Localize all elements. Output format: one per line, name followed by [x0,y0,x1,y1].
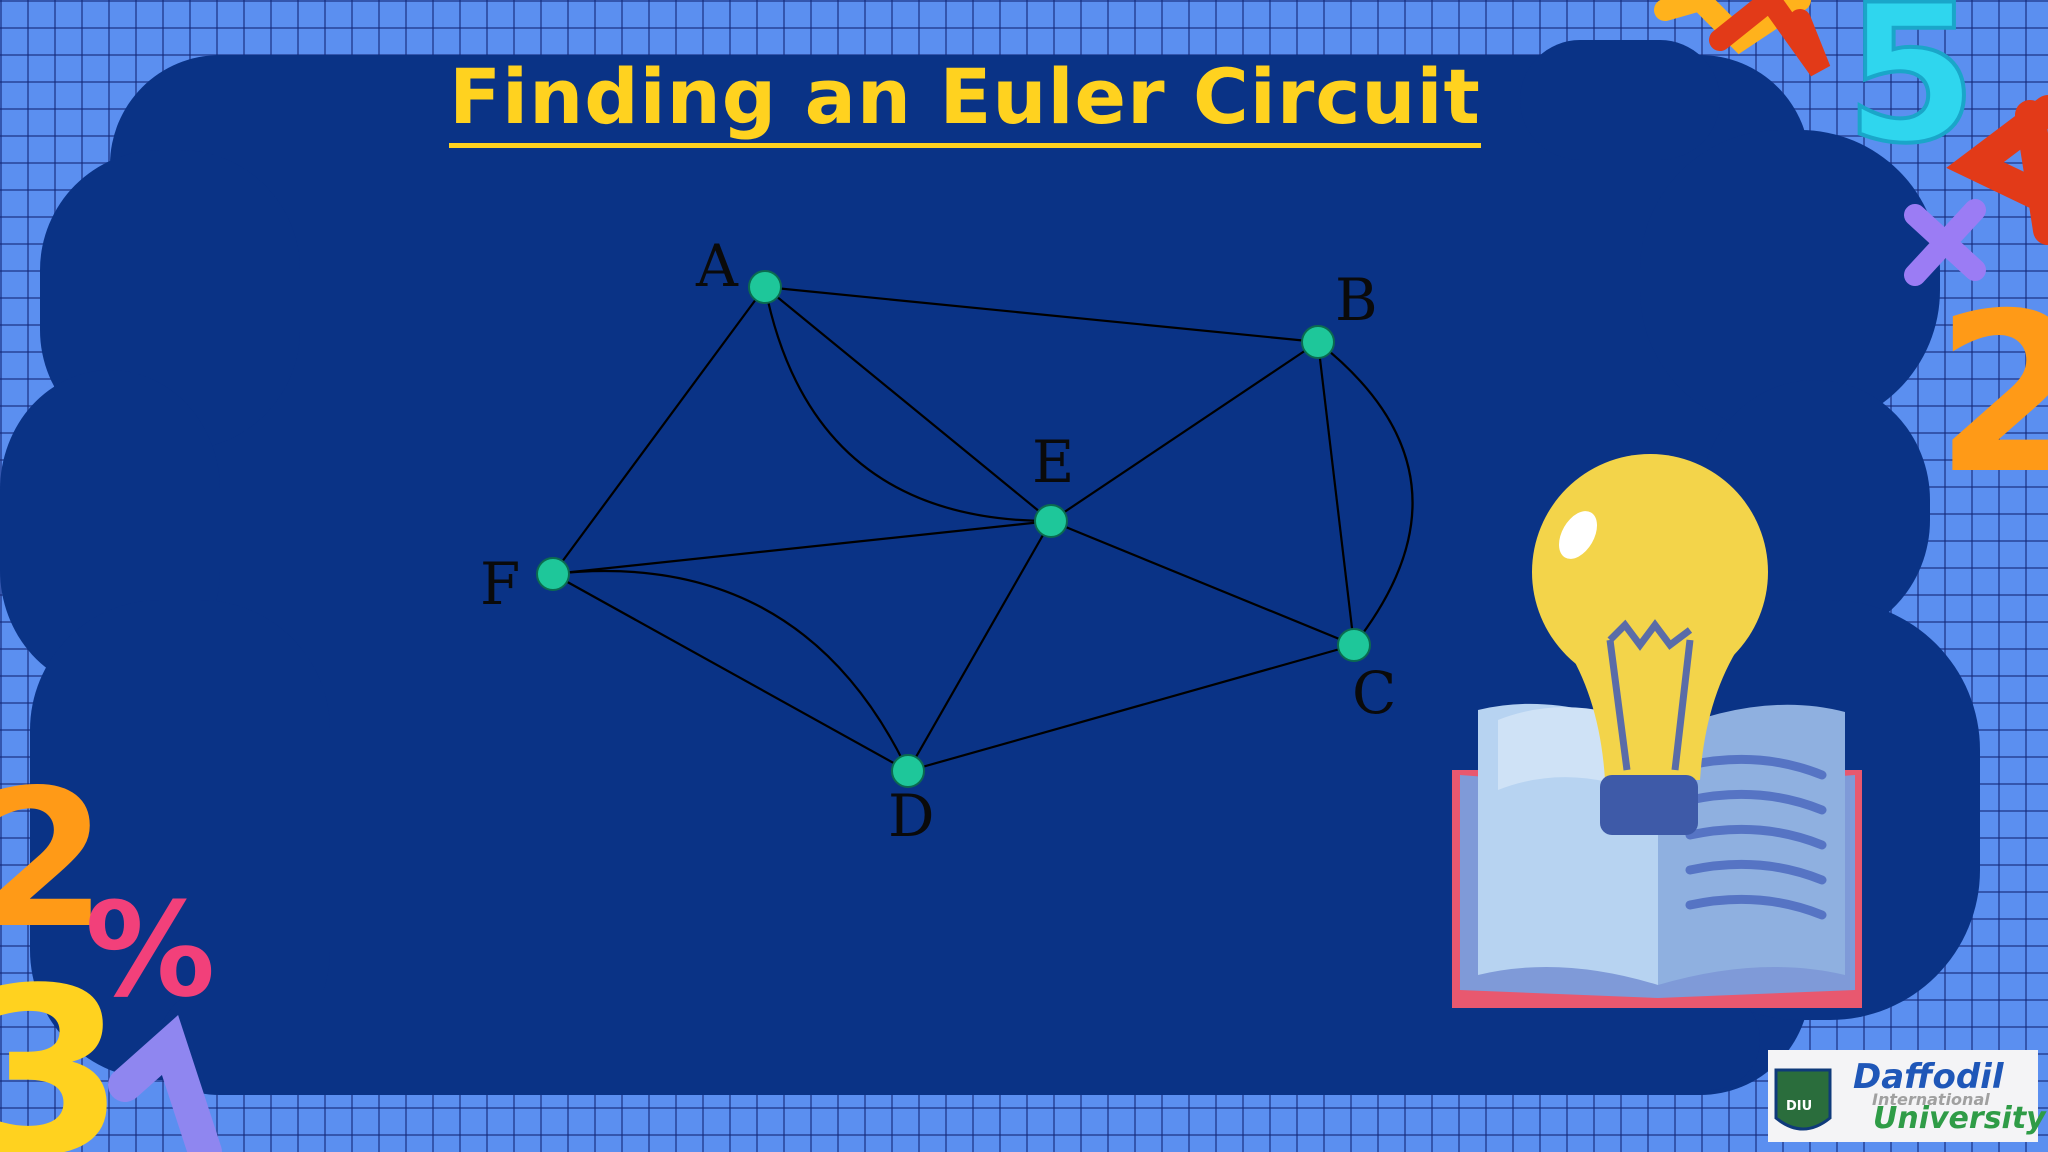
university-logo [1768,1050,2038,1142]
graph-node-d [891,754,925,788]
graph-edge-c-d [907,643,1355,773]
graph-edge-a-e [764,286,1052,522]
svg-text:3: 3 [0,940,125,1152]
svg-text:2: 2 [1935,266,2048,522]
slide-title-text: Finding an Euler Circuit [449,52,1481,148]
decor-number-2-right-icon: 2 [1935,266,2048,522]
graph-node-a [748,270,782,304]
graph-node-label-b: B [1335,266,1378,334]
graph-node-label-c: C [1352,659,1396,727]
graph-node-f [536,557,570,591]
svg-text:2: 2 [0,749,107,970]
graph-edge-e-f [552,519,1052,576]
decor-number-1-icon [108,1015,222,1152]
graph-edge-a-b [764,285,1319,344]
graph-node-c [1337,628,1371,662]
decor-percent-sign-icon: % [85,874,215,1026]
graph-edge-c-e [1050,519,1355,647]
graph-edge-b-c [1316,341,1356,646]
decor-number-2-left-icon: 2 [0,749,107,970]
lightbulb-book-icon [1452,454,1862,1008]
graph-nodes [536,270,1371,788]
slide-title: Finding an Euler Circuit [0,52,1930,148]
graph-node-label-e: E [1032,428,1074,496]
decor-number-4-icon [1946,95,2048,245]
graph-node-e [1034,504,1068,538]
graph-edge-b-c [1317,341,1414,646]
graph-edges [552,285,1414,773]
graph-edge-a-e [763,286,1052,523]
decor-number-5-icon: 5 [1843,0,1979,187]
graph-edge-d-f [552,569,909,772]
decor-times-sign-icon [1904,199,1986,286]
graph-edge-b-e [1050,341,1319,522]
graph-node-b [1301,325,1335,359]
graph-edge-d-e [907,520,1052,772]
svg-text:%: % [85,874,215,1026]
graph-node-label-d: D [888,782,935,850]
decor-number-3-icon: 3 [0,940,125,1152]
decor-number-7-icon [1654,0,1831,77]
graph-node-label-a: A [695,232,739,300]
graph-edge-a-f [552,286,766,575]
graph-labels: A B C D E F [480,232,1396,850]
graph-edge-d-f [552,573,909,772]
graph-node-label-f: F [480,550,520,618]
svg-text:5: 5 [1845,0,1977,185]
